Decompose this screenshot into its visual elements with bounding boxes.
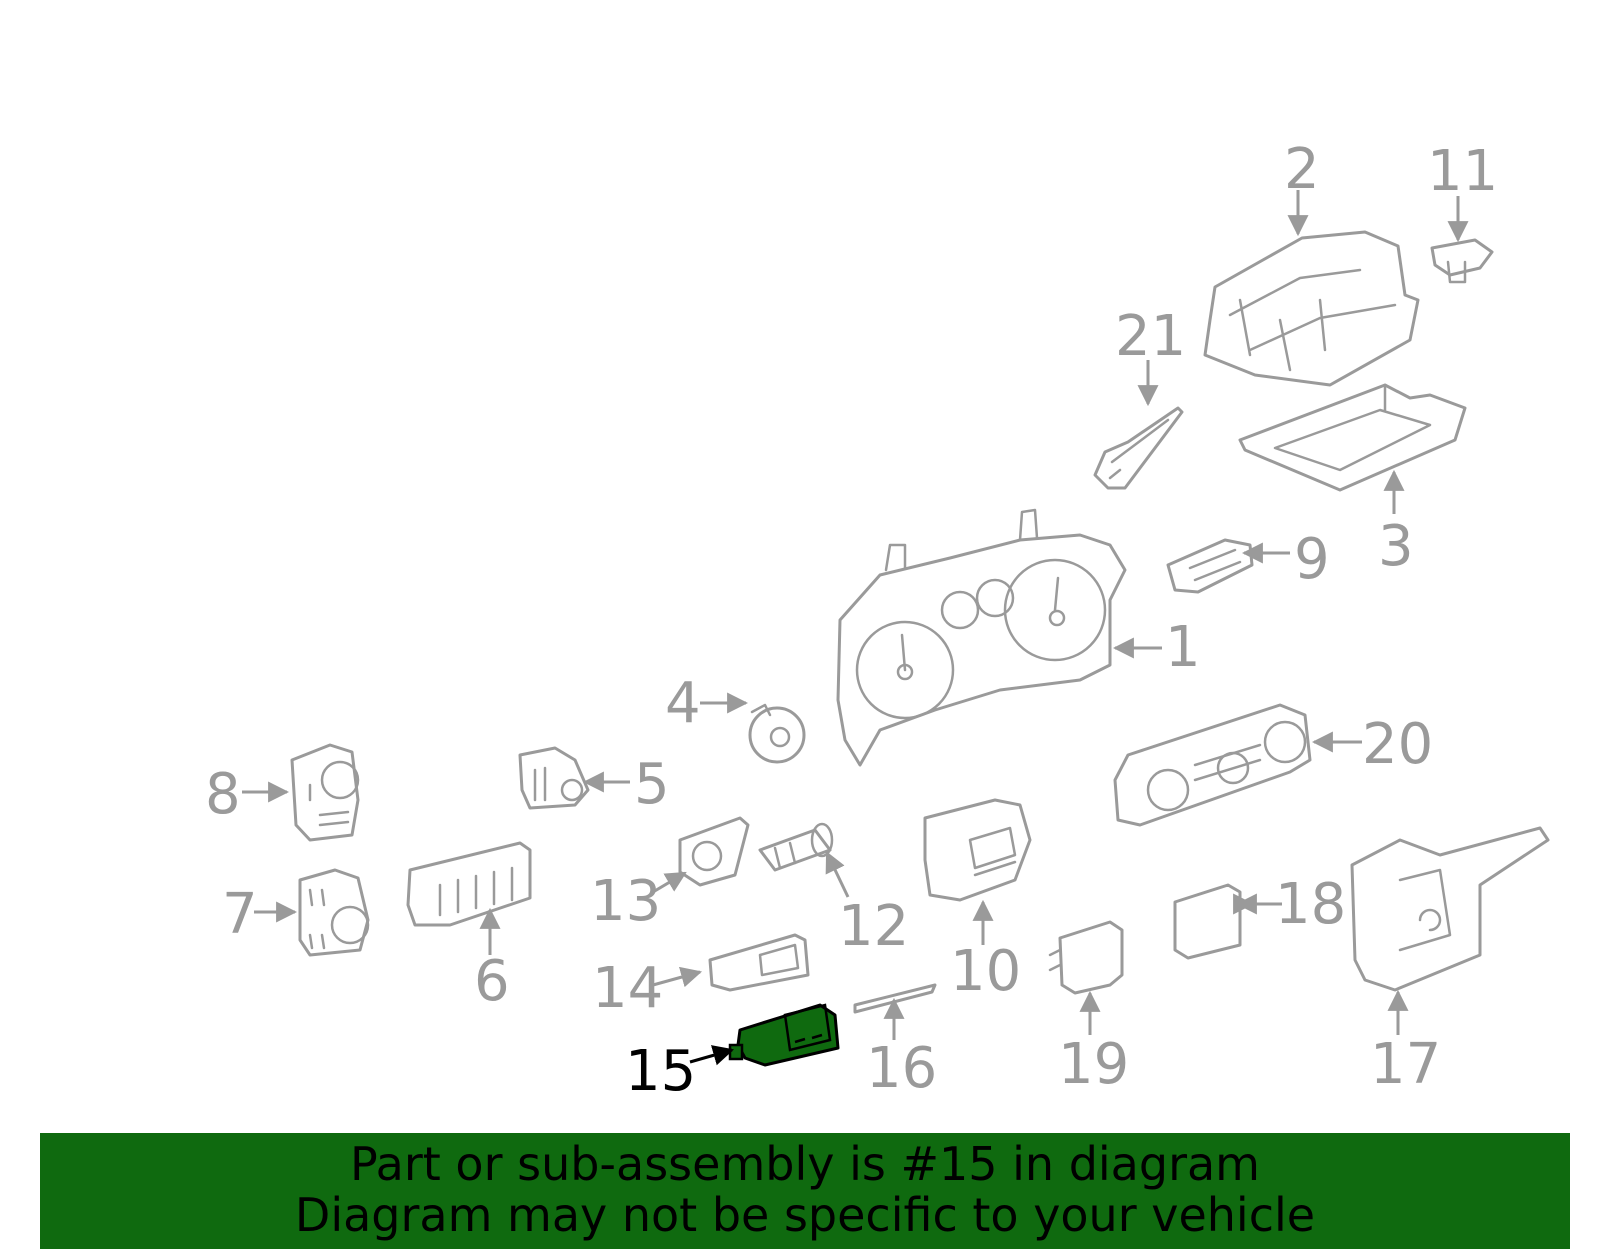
- callout-19: 19: [1058, 1032, 1129, 1097]
- part-5-switch[interactable]: [518, 746, 590, 810]
- part-3-tray[interactable]: [1238, 383, 1467, 492]
- callout-10: 10: [950, 939, 1021, 1004]
- callout-7: 7: [222, 882, 258, 947]
- callout-6: 6: [474, 949, 510, 1014]
- callout-13: 13: [590, 869, 661, 934]
- callout-17: 17: [1370, 1032, 1441, 1097]
- part-7-switch[interactable]: [298, 868, 370, 957]
- part-6-switch-bank[interactable]: [406, 841, 532, 927]
- callout-11: 11: [1427, 139, 1498, 204]
- part-17-housing[interactable]: [1350, 826, 1550, 992]
- part-1-cluster[interactable]: [836, 508, 1127, 767]
- part-10-module[interactable]: [923, 798, 1032, 902]
- part-21-bracket[interactable]: [1093, 406, 1184, 490]
- part-15-highlighted[interactable]: [728, 1003, 840, 1067]
- callout-20: 20: [1362, 712, 1433, 777]
- part-18-cover[interactable]: [1173, 883, 1242, 960]
- callout-16: 16: [866, 1036, 937, 1101]
- part-4-knob[interactable]: [748, 703, 806, 764]
- callout-18: 18: [1275, 872, 1346, 937]
- callout-21: 21: [1115, 304, 1186, 369]
- callout-15: 15: [625, 1039, 696, 1104]
- part-12-socket[interactable]: [758, 822, 834, 872]
- part-19-module[interactable]: [1048, 920, 1124, 995]
- banner-line-disclaimer: Diagram may not be specific to your vehi…: [294, 1188, 1316, 1242]
- callout-14: 14: [592, 956, 663, 1021]
- part-11-clip[interactable]: [1430, 238, 1494, 284]
- part-8-switch[interactable]: [290, 743, 360, 842]
- part-2-module[interactable]: [1203, 230, 1420, 387]
- info-banner: Part or sub-assembly is #15 in diagram D…: [40, 1133, 1570, 1249]
- part-9-switch[interactable]: [1166, 538, 1254, 594]
- callout-5: 5: [634, 752, 670, 817]
- callout-9: 9: [1294, 527, 1330, 592]
- part-20-climate-control[interactable]: [1113, 703, 1312, 827]
- callout-8: 8: [205, 762, 241, 827]
- callout-4: 4: [665, 671, 701, 736]
- banner-line-part: Part or sub-assembly is #15 in diagram: [350, 1137, 1260, 1191]
- callout-3: 3: [1378, 514, 1414, 579]
- callout-2: 2: [1284, 137, 1320, 202]
- callout-1: 1: [1165, 615, 1201, 680]
- part-14-switch[interactable]: [708, 933, 810, 992]
- callout-12: 12: [838, 894, 909, 959]
- part-13-bezel[interactable]: [678, 816, 750, 887]
